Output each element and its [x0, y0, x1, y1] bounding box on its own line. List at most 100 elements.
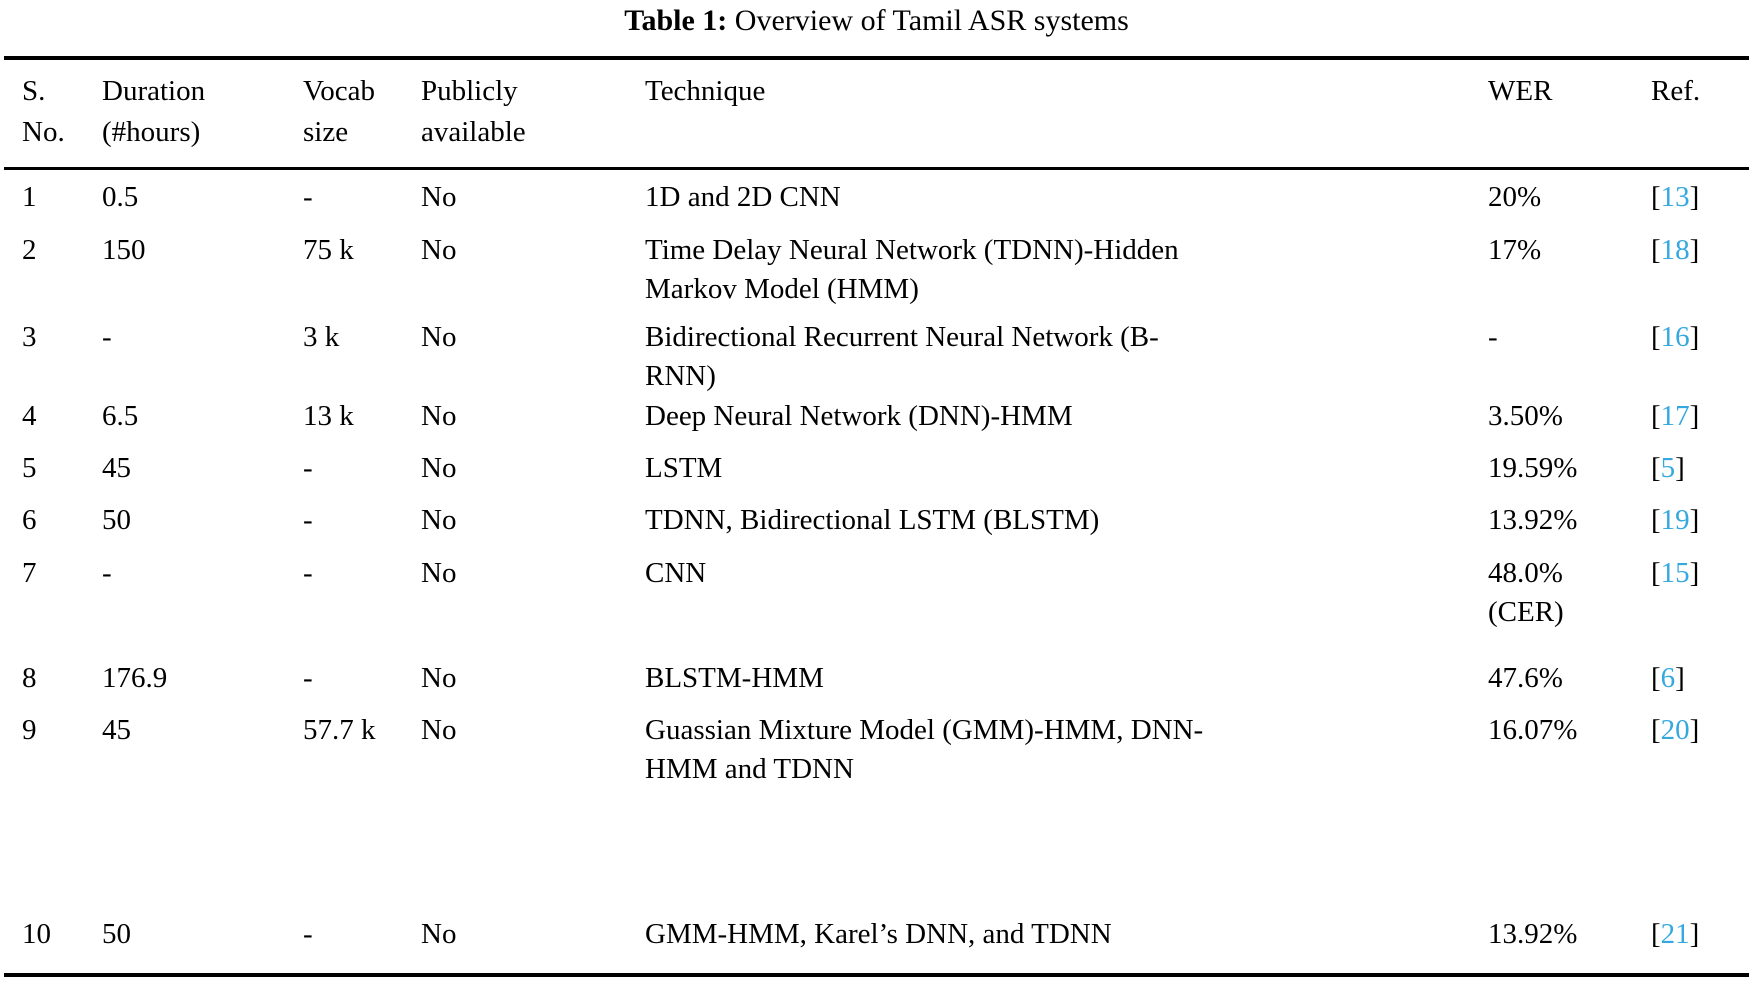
- cell-publicly: No: [421, 662, 457, 694]
- reference-link[interactable]: 6: [1660, 662, 1676, 694]
- cell-duration: 45: [102, 714, 131, 746]
- table-caption: Table 1: Overview of Tamil ASR systems: [0, 2, 1753, 40]
- column-header-wer: WER: [1488, 75, 1553, 107]
- cell-technique: CNN: [645, 557, 707, 589]
- reference-link[interactable]: 19: [1660, 504, 1690, 536]
- reference-link[interactable]: 16: [1660, 321, 1690, 353]
- cell-vocab: 13 k: [303, 400, 354, 432]
- reference-open-bracket: [: [1651, 662, 1661, 694]
- cell-reference[interactable]: [19]: [1651, 501, 1751, 540]
- cell-wer: 48.0%(CER): [1488, 557, 1564, 628]
- reference-link[interactable]: 13: [1660, 181, 1690, 213]
- reference-link[interactable]: 15: [1660, 557, 1690, 589]
- cell-reference[interactable]: [16]: [1651, 318, 1751, 357]
- cell-duration: 50: [102, 918, 131, 950]
- reference-open-bracket: [: [1651, 504, 1661, 536]
- cell-vocab: -: [303, 662, 313, 694]
- cell-reference[interactable]: [6]: [1651, 659, 1751, 698]
- cell-sno: 3: [22, 321, 37, 353]
- reference-close-bracket: ]: [1675, 452, 1685, 484]
- cell-sno: 9: [22, 714, 37, 746]
- column-header-duration: Duration(#hours): [102, 75, 206, 148]
- cell-sno: 2: [22, 234, 37, 266]
- cell-reference[interactable]: [20]: [1651, 711, 1751, 750]
- cell-wer: 47.6%: [1488, 662, 1563, 694]
- column-header-ref: Ref.: [1651, 75, 1701, 107]
- cell-reference[interactable]: [5]: [1651, 449, 1751, 488]
- cell-duration: 6.5: [102, 400, 139, 432]
- cell-duration: 150: [102, 234, 146, 266]
- cell-reference[interactable]: [17]: [1651, 397, 1751, 436]
- cell-vocab: -: [303, 181, 313, 213]
- cell-publicly: No: [421, 234, 457, 266]
- reference-link[interactable]: 18: [1660, 234, 1690, 266]
- cell-sno: 6: [22, 504, 37, 536]
- cell-publicly: No: [421, 714, 457, 746]
- reference-open-bracket: [: [1651, 321, 1661, 353]
- cell-technique: 1D and 2D CNN: [645, 181, 841, 213]
- cell-publicly: No: [421, 557, 457, 589]
- reference-close-bracket: ]: [1675, 662, 1685, 694]
- cell-vocab: -: [303, 452, 313, 484]
- cell-publicly: No: [421, 400, 457, 432]
- cell-publicly: No: [421, 452, 457, 484]
- cell-reference[interactable]: [15]: [1651, 554, 1751, 593]
- reference-open-bracket: [: [1651, 400, 1661, 432]
- cell-wer: 13.92%: [1488, 504, 1578, 536]
- reference-close-bracket: ]: [1689, 714, 1700, 746]
- cell-duration: 176.9: [102, 662, 168, 694]
- cell-sno: 7: [22, 557, 37, 589]
- cell-sno: 4: [22, 400, 37, 432]
- cell-vocab: -: [303, 504, 313, 536]
- cell-duration: 45: [102, 452, 131, 484]
- cell-wer: 13.92%: [1488, 918, 1578, 950]
- cell-publicly: No: [421, 181, 457, 213]
- reference-close-bracket: ]: [1689, 918, 1700, 950]
- reference-link[interactable]: 5: [1660, 452, 1676, 484]
- cell-wer: 20%: [1488, 181, 1542, 213]
- cell-sno: 1: [22, 181, 37, 213]
- cell-vocab: 3 k: [303, 321, 340, 353]
- cell-vocab: 75 k: [303, 234, 354, 266]
- reference-close-bracket: ]: [1689, 400, 1700, 432]
- cell-vocab: -: [303, 557, 313, 589]
- cell-vocab: 57.7 k: [303, 714, 376, 746]
- table-caption-text: Overview of Tamil ASR systems: [734, 4, 1129, 37]
- cell-reference[interactable]: [21]: [1651, 915, 1751, 954]
- cell-technique: LSTM: [645, 452, 723, 484]
- cell-technique: Guassian Mixture Model (GMM)-HMM, DNN-HM…: [645, 714, 1204, 785]
- reference-link[interactable]: 21: [1660, 918, 1690, 950]
- reference-open-bracket: [: [1651, 918, 1661, 950]
- cell-technique: GMM-HMM, Karel’s DNN, and TDNN: [645, 918, 1112, 950]
- cell-wer: -: [1488, 321, 1498, 353]
- cell-technique: Bidirectional Recurrent Neural Network (…: [645, 321, 1159, 392]
- cell-duration: -: [102, 321, 112, 353]
- reference-link[interactable]: 17: [1660, 400, 1690, 432]
- column-header-technique: Technique: [645, 75, 766, 107]
- cell-vocab: -: [303, 918, 313, 950]
- cell-reference[interactable]: [13]: [1651, 178, 1751, 217]
- cell-wer: 16.07%: [1488, 714, 1578, 746]
- cell-duration: 0.5: [102, 181, 139, 213]
- table-caption-label: Table 1:: [624, 4, 728, 37]
- reference-open-bracket: [: [1651, 181, 1661, 213]
- reference-close-bracket: ]: [1689, 181, 1700, 213]
- cell-sno: 8: [22, 662, 37, 694]
- cell-wer: 3.50%: [1488, 400, 1563, 432]
- table-top-rule: [4, 56, 1749, 60]
- reference-close-bracket: ]: [1689, 234, 1700, 266]
- cell-sno: 5: [22, 452, 37, 484]
- reference-open-bracket: [: [1651, 452, 1661, 484]
- cell-publicly: No: [421, 321, 457, 353]
- cell-reference[interactable]: [18]: [1651, 231, 1751, 270]
- column-header-sno: S.No.: [22, 75, 65, 148]
- reference-open-bracket: [: [1651, 557, 1661, 589]
- cell-technique: TDNN, Bidirectional LSTM (BLSTM): [645, 504, 1100, 536]
- cell-technique: Deep Neural Network (DNN)-HMM: [645, 400, 1073, 432]
- cell-duration: -: [102, 557, 112, 589]
- reference-link[interactable]: 20: [1660, 714, 1690, 746]
